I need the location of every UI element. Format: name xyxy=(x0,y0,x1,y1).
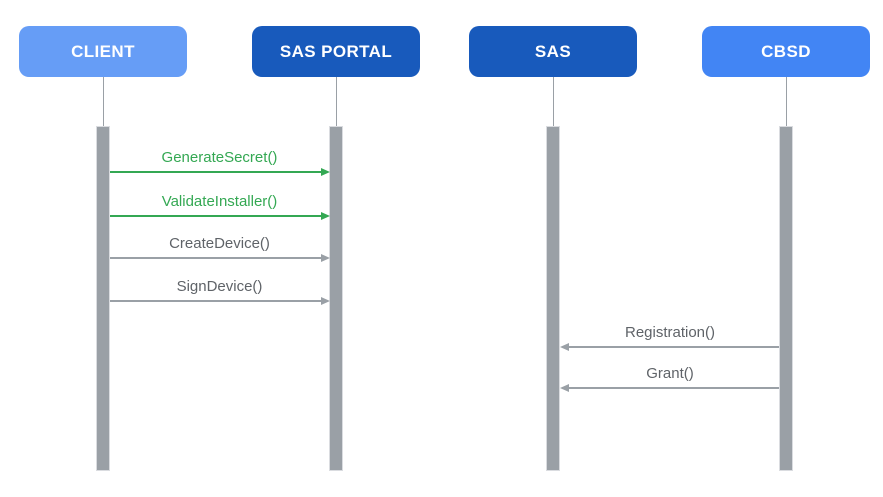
actor-box-sas-portal: SAS PORTAL xyxy=(252,26,420,77)
arrowhead-left-icon xyxy=(560,383,569,392)
arrow-line xyxy=(110,171,322,173)
actor-box-cbsd: CBSD xyxy=(702,26,870,77)
activation-bar-sas xyxy=(546,126,560,471)
lifeline-client xyxy=(103,77,104,126)
arrow-line xyxy=(110,300,322,302)
arrowhead-left-icon xyxy=(560,342,569,351)
lifeline-sas xyxy=(553,77,554,126)
activation-bar-cbsd xyxy=(779,126,793,471)
message-label: SignDevice() xyxy=(176,278,263,295)
arrow-line xyxy=(110,215,322,217)
arrowhead-right-icon xyxy=(321,167,330,176)
arrow-line xyxy=(110,257,322,259)
activation-bar-client xyxy=(96,126,110,471)
lifeline-cbsd xyxy=(786,77,787,126)
arrowhead-right-icon xyxy=(321,296,330,305)
actor-box-sas: SAS xyxy=(469,26,637,77)
message-label: ValidateInstaller() xyxy=(161,193,278,210)
arrowhead-right-icon xyxy=(321,211,330,220)
arrow-line xyxy=(568,387,779,389)
message-label: Registration() xyxy=(624,324,716,341)
actor-box-client: CLIENT xyxy=(19,26,187,77)
arrowhead-right-icon xyxy=(321,253,330,262)
lifeline-sas-portal xyxy=(336,77,337,126)
message-label: Grant() xyxy=(646,365,694,382)
arrow-line xyxy=(568,346,779,348)
message-label: GenerateSecret() xyxy=(161,149,278,166)
activation-bar-sas-portal xyxy=(329,126,343,471)
message-label: CreateDevice() xyxy=(169,235,270,252)
